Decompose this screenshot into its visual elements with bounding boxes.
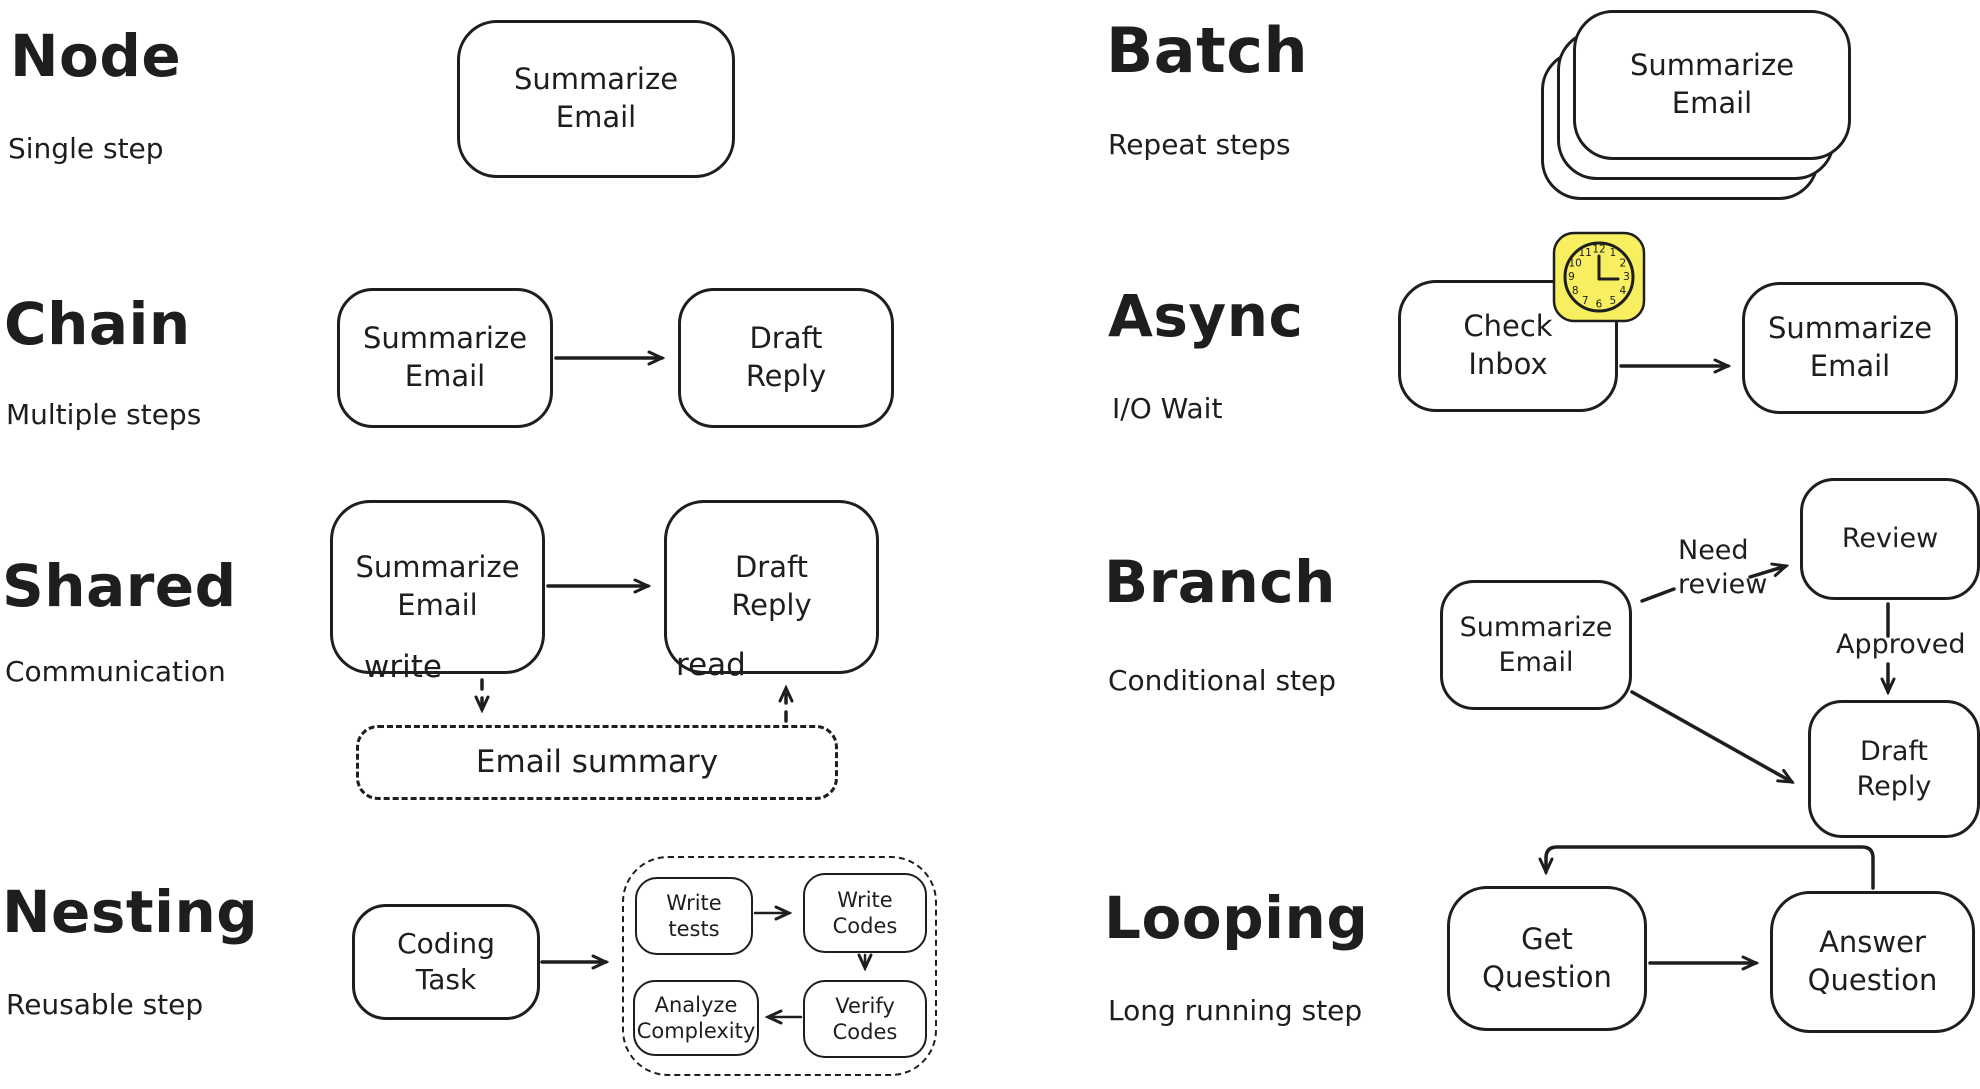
branch-to-draft-arrow	[1630, 690, 1792, 782]
branch-to-review-arrow	[1748, 566, 1786, 579]
branch-need-review-dash	[1640, 587, 1676, 603]
looping-loopback-arrow	[1546, 845, 1875, 890]
